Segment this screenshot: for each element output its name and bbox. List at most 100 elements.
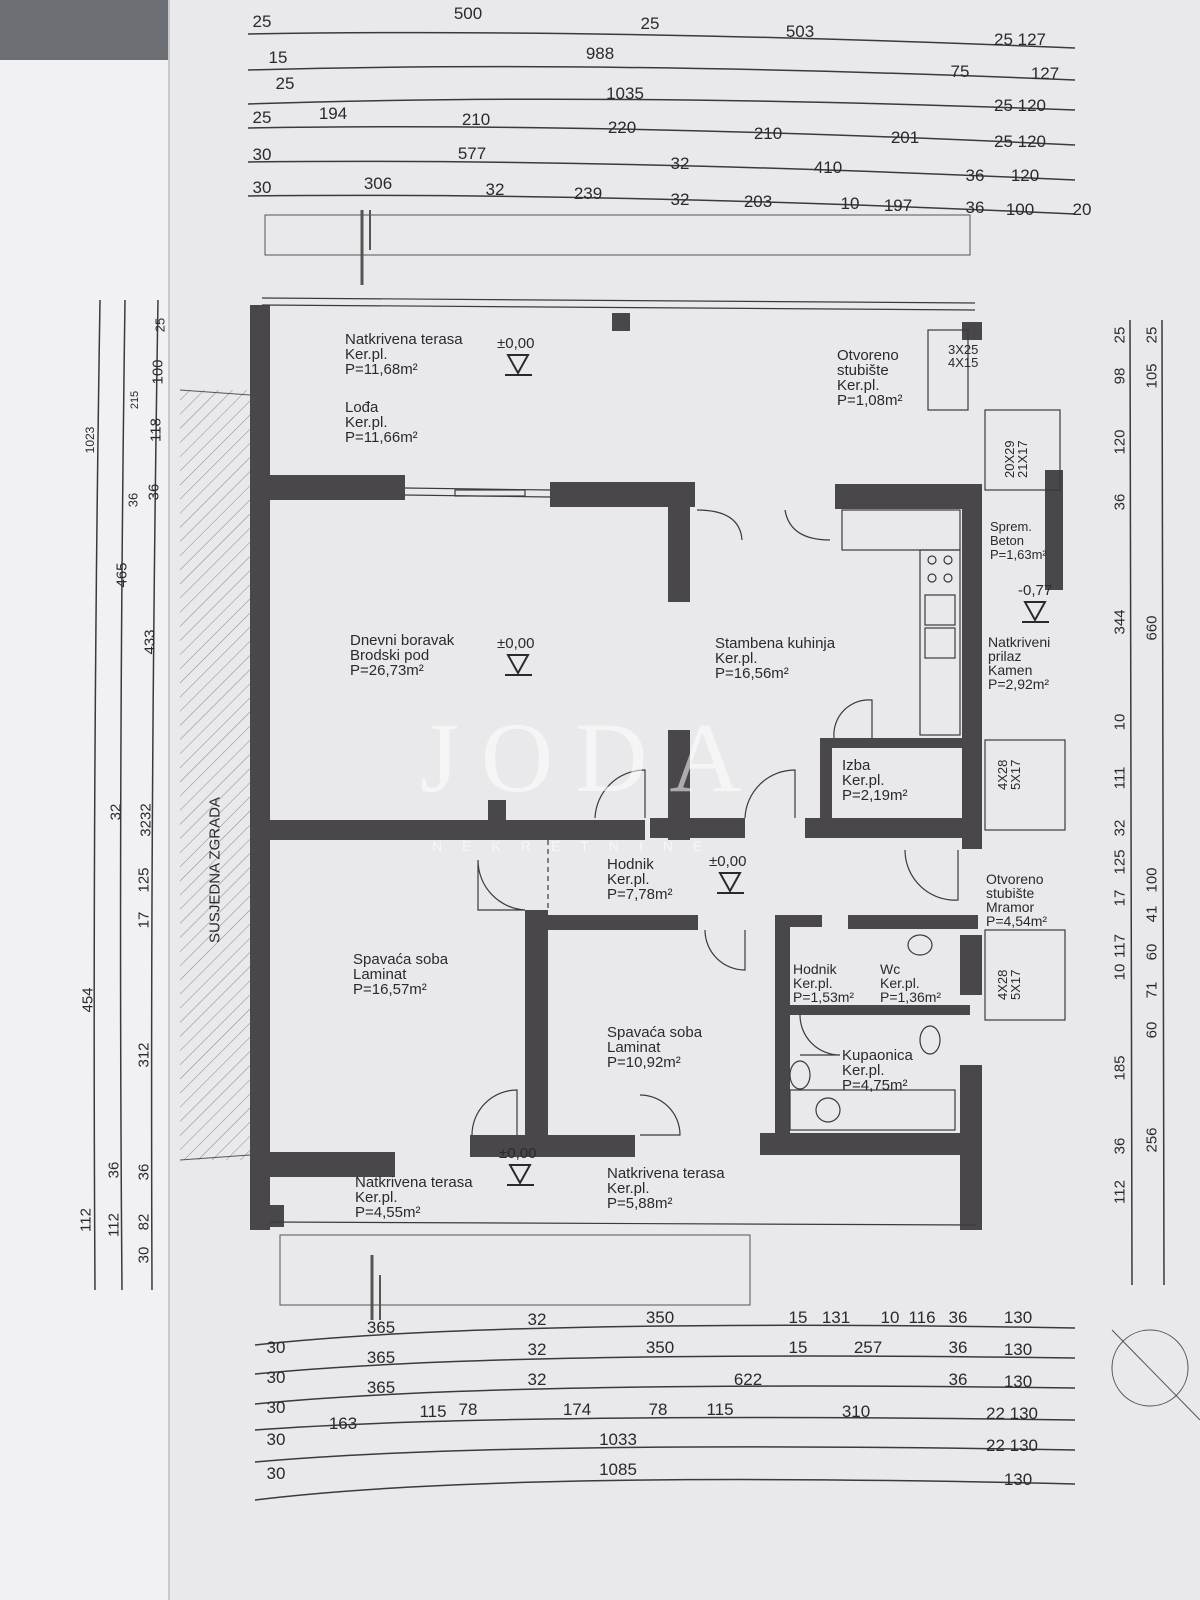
dim: 71 <box>1143 981 1161 999</box>
dim: 22 130 <box>986 1436 1038 1455</box>
plan-details <box>261 297 1066 1226</box>
dim: 306 <box>363 174 393 193</box>
dim: 36 <box>1111 1137 1129 1155</box>
dimension-lines <box>93 31 1165 1501</box>
dim: 622 <box>733 1370 763 1389</box>
dim: 25 120 <box>994 132 1046 151</box>
dim: 32 <box>1111 819 1129 837</box>
dim: 454 <box>79 987 97 1013</box>
dim: 185 <box>1111 1055 1129 1081</box>
dim: 118 <box>147 418 165 442</box>
dim: 30 <box>252 178 272 197</box>
dim: 120 <box>1010 166 1040 185</box>
dim: 117 <box>1111 934 1129 958</box>
dim: 98 <box>1111 367 1129 385</box>
dim: 210 <box>753 124 783 143</box>
dim: 220 <box>607 118 637 137</box>
watermark-subtitle: NEKRETNINE <box>432 838 723 854</box>
walls <box>250 305 1063 1230</box>
dim: 20 <box>1072 200 1092 219</box>
dim: 1035 <box>606 84 644 103</box>
dim: 344 <box>1111 609 1129 635</box>
dim: 30 <box>135 1246 153 1264</box>
dim: 32 <box>527 1310 547 1329</box>
dim: 10 <box>1111 713 1129 731</box>
dim: 312 <box>135 1042 153 1068</box>
dim: 10 <box>1111 963 1129 981</box>
dim: 197 <box>883 196 913 215</box>
dim: 32 <box>107 803 125 821</box>
dim: 112 <box>77 1208 95 1232</box>
dim: 22 130 <box>986 1404 1038 1423</box>
dim: 15 <box>788 1308 808 1327</box>
dim: 32 <box>527 1370 547 1389</box>
dim: 111 <box>1111 766 1129 790</box>
dim: 36 <box>125 492 141 508</box>
dim: 41 <box>1143 905 1161 923</box>
dim: 112 <box>1111 1180 1129 1204</box>
dim: 25 <box>1143 326 1161 344</box>
level-label: ±0,00 <box>709 853 747 870</box>
watermark-logo: JODA <box>420 702 764 813</box>
dim: 25 <box>640 14 660 33</box>
level-label: -0,77 <box>1018 582 1053 599</box>
dim: 1085 <box>599 1460 637 1479</box>
dim: 36 <box>1111 493 1129 511</box>
dim: 127 <box>1030 64 1060 83</box>
dim: 120 <box>1111 429 1129 455</box>
dim: 125 <box>1111 849 1129 875</box>
dim: 194 <box>318 104 348 123</box>
dim: 1023 <box>83 426 97 454</box>
dim: 130 <box>1003 1470 1033 1489</box>
level-label: ±0,00 <box>499 1145 537 1162</box>
dim: 78 <box>648 1400 668 1419</box>
dim: 365 <box>366 1318 396 1337</box>
dim: 36 <box>135 1163 153 1181</box>
dim: 32 <box>670 154 690 173</box>
dim: 256 <box>1143 1127 1161 1153</box>
adjacent-page <box>0 60 168 1600</box>
dim: 36 <box>948 1370 968 1389</box>
dim: 15 <box>268 48 288 67</box>
dim: 105 <box>1143 363 1161 389</box>
dim: 1033 <box>599 1430 637 1449</box>
dim: 32 <box>527 1340 547 1359</box>
dim: 350 <box>645 1338 675 1357</box>
dim: 503 <box>785 22 815 41</box>
dim: 239 <box>573 184 603 203</box>
dim: 100 <box>149 359 167 385</box>
dim: 365 <box>366 1348 396 1367</box>
level-label: ±0,00 <box>497 335 535 352</box>
dim: 36 <box>105 1161 123 1179</box>
dim: 60 <box>1143 943 1161 961</box>
dim: 163 <box>328 1414 358 1433</box>
dim: 25 <box>1111 326 1129 344</box>
dim: 36 <box>948 1338 968 1357</box>
dim: 36 <box>145 483 163 501</box>
dim: 75 <box>950 62 970 81</box>
dim: 131 <box>821 1308 851 1327</box>
dim: 365 <box>366 1378 396 1397</box>
dim: 25 <box>152 317 168 333</box>
dim: 17 <box>135 911 153 929</box>
dim: 115 <box>419 1402 447 1421</box>
dim: 78 <box>458 1400 478 1419</box>
dim: 3232 <box>137 803 155 837</box>
dim: 17 <box>1111 889 1129 907</box>
dim: 125 <box>135 867 153 893</box>
dim: 130 <box>1003 1372 1033 1391</box>
neighbour-building-label: SUSJEDNA ZGRADA <box>206 797 224 943</box>
dim: 130 <box>1003 1340 1033 1359</box>
